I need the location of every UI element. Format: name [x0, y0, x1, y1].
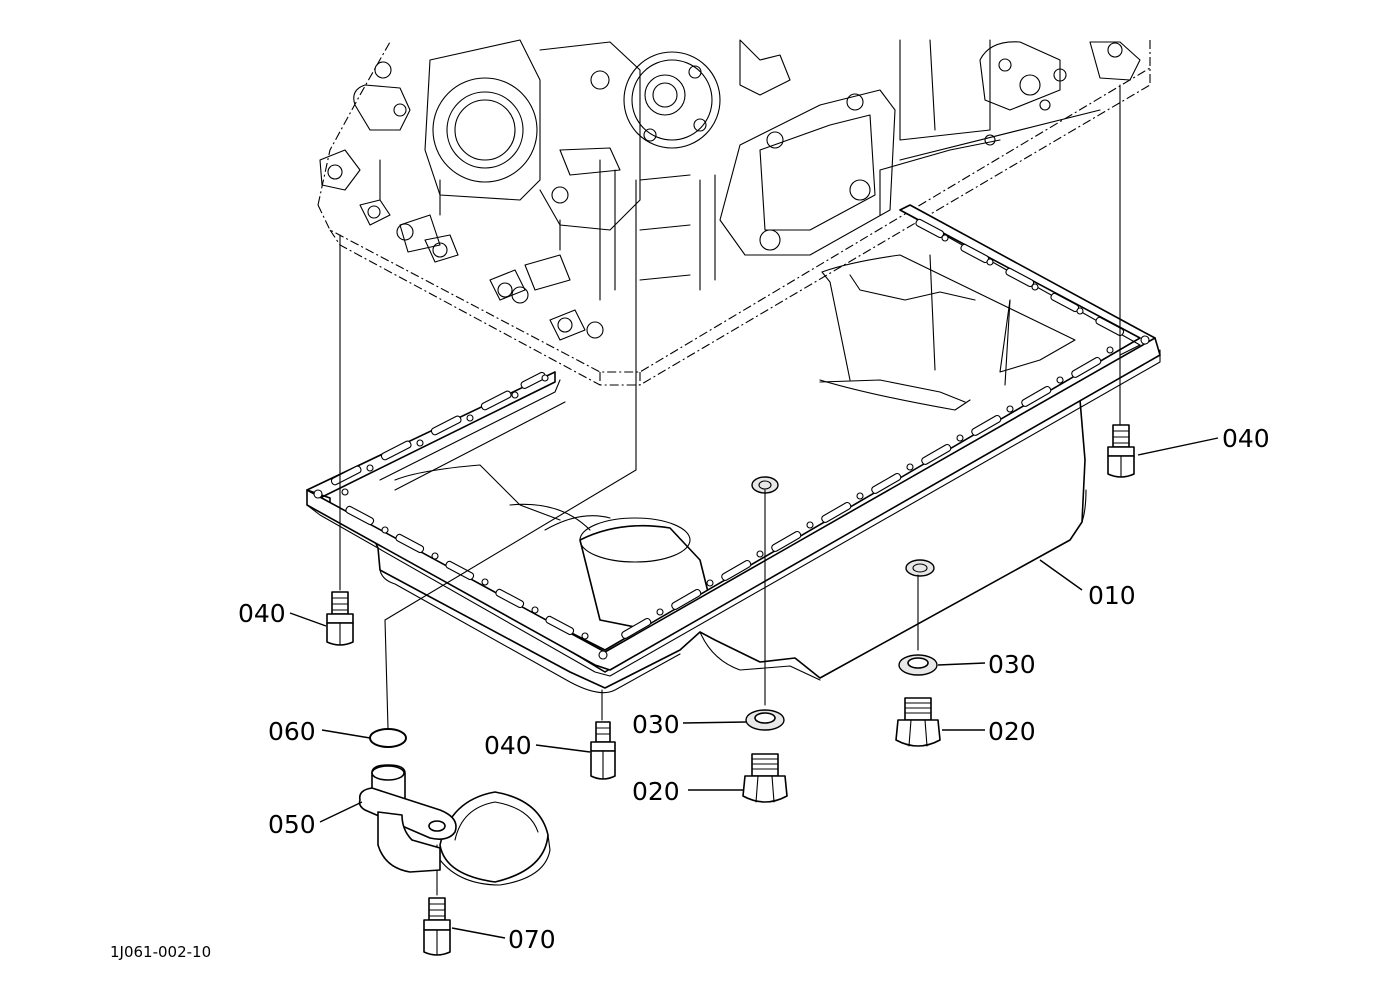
callout-030-gasket-center: 030 [632, 710, 680, 739]
drain-gasket-center [745, 709, 785, 731]
strainer-bolt [423, 897, 451, 956]
callout-040-bolt-upper-right: 040 [1222, 424, 1270, 453]
callout-050-oil-strainer: 050 [268, 810, 316, 839]
drain-plug-right [895, 697, 941, 747]
figure-id-label: 1J061-002-10 [110, 943, 211, 961]
oil-strainer [358, 764, 551, 886]
gasket-slots-left [330, 371, 546, 486]
callout-030-gasket-right: 030 [988, 650, 1036, 679]
leader-lines [289, 437, 1219, 939]
drain-plug-center [742, 753, 788, 803]
flange-bolt-upper-right [1107, 424, 1135, 478]
gasket-bolt-holes [313, 234, 1150, 660]
callout-060-o-ring: 060 [268, 717, 316, 746]
callout-020-drain-plug-center: 020 [632, 777, 680, 806]
callout-010-oil-pan: 010 [1088, 581, 1136, 610]
callout-040-bolt-center: 040 [484, 731, 532, 760]
flange-bolt-center [590, 721, 616, 780]
gasket-slots-back [915, 218, 1125, 337]
o-ring [369, 728, 407, 748]
callout-070-strainer-bolt: 070 [508, 925, 556, 954]
callout-040-bolt-left: 040 [238, 599, 286, 628]
oil-pan [369, 254, 1087, 694]
callout-020-drain-plug-right: 020 [988, 717, 1036, 746]
callout-labels: 010 020 020 030 030 040 040 040 050 060 … [238, 424, 1270, 954]
gasket-slots-front [345, 356, 1102, 639]
oil-pan-gasket-flange [306, 204, 1161, 677]
drain-gasket-right [898, 654, 938, 676]
assembly-lines [339, 84, 1121, 896]
flange-bolt-left [326, 591, 354, 646]
engine-block-lower [317, 39, 1151, 386]
